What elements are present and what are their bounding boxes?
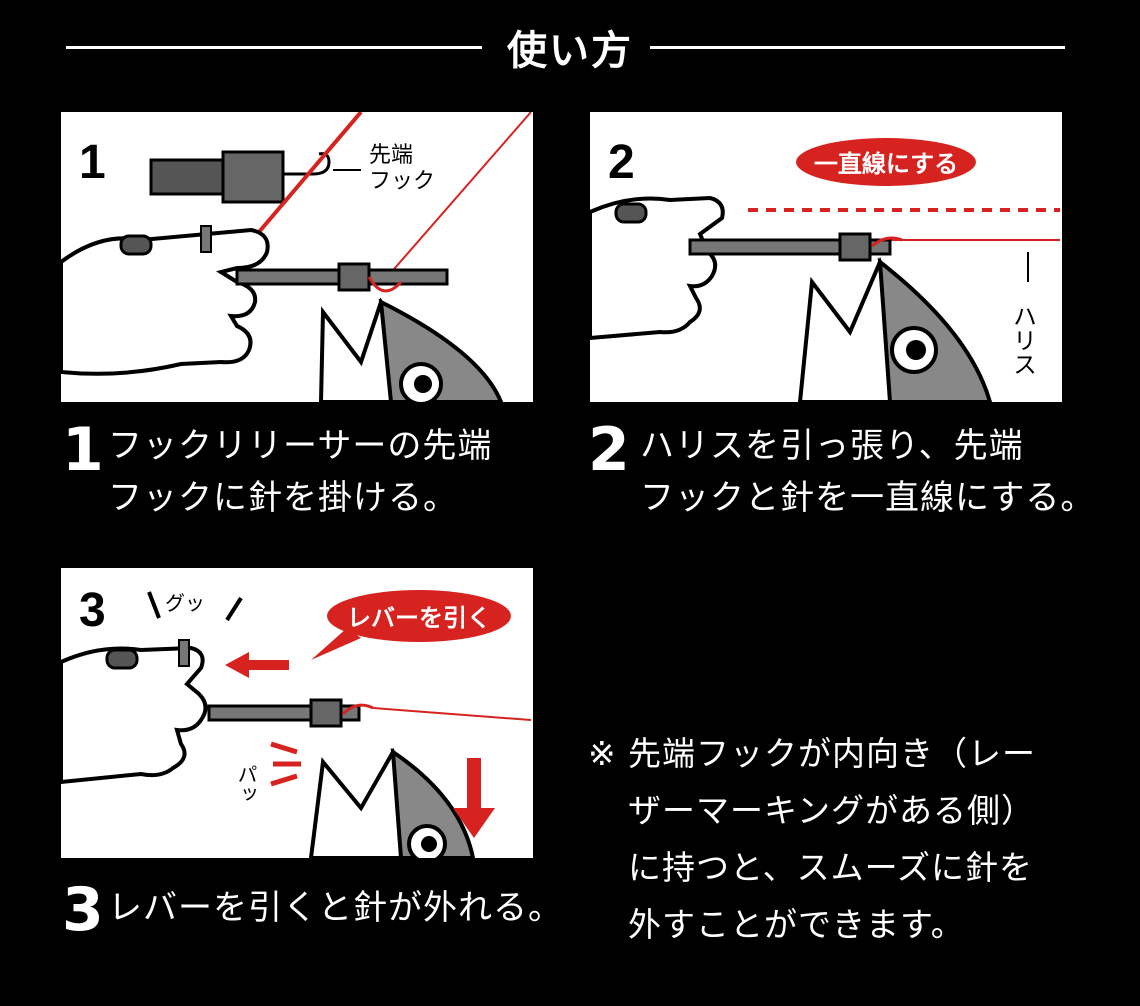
arrow-down-icon — [453, 758, 495, 838]
note-mark: ※ — [588, 734, 617, 773]
caption-step-1-line2: フックに針を掛ける。 — [108, 478, 458, 518]
note-line-4: 外すことができます。 — [628, 905, 965, 944]
hand-icon — [61, 227, 270, 376]
caption-step-1: 1 フックリリーサーの先端 フックに針を掛ける。 — [62, 420, 562, 530]
page-title: 使い方 — [507, 28, 633, 74]
caption-step-2-line2: フックと針を一直線にする。 — [640, 478, 1096, 518]
line-red — [257, 112, 363, 234]
hand-icon — [590, 195, 725, 341]
caption-step-3-number: 3 — [62, 875, 104, 945]
label-tip-line1: 先端 — [369, 142, 413, 167]
usage-note: ※ 先端フックが内向き（レー ザーマーキングがある側） に持つと、スムーズに針を… — [588, 725, 1036, 953]
release-tool-body — [149, 158, 225, 196]
caption-step-1-number: 1 — [62, 415, 104, 485]
arrow-left-icon — [225, 652, 289, 678]
label-tip-line2: フック — [369, 168, 435, 193]
label-pa: パッ — [234, 764, 256, 804]
step-1-number: 1 — [79, 136, 106, 189]
badge-pull-lever-label: レバーを引く — [347, 605, 491, 632]
step-2-number: 2 — [608, 136, 635, 189]
caption-step-2-line1: ハリスを引っ張り、先端 — [640, 426, 1024, 466]
caption-step-2-number: 2 — [588, 415, 630, 485]
step-3-illustration: 3 グッ レバーを引く パッ — [61, 568, 533, 858]
title-rule-left — [66, 46, 482, 49]
note-line-3: に持つと、スムーズに針を — [628, 848, 1034, 887]
caption-step-2: 2 ハリスを引っ張り、先端 フックと針を一直線にする。 — [588, 420, 1128, 530]
caption-step-3: 3 レバーを引くと針が外れる。 — [62, 880, 562, 940]
note-line-1: 先端フックが内向き（レー — [628, 734, 1036, 773]
step-2-illustration: 2 一直線にする ハリス — [590, 112, 1062, 402]
label-harisu: ハリス — [1009, 304, 1036, 376]
label-gu: グッ — [165, 592, 205, 615]
badge-pull-lever — [327, 590, 511, 642]
title-rule-right — [650, 46, 1065, 49]
hand-icon — [61, 645, 208, 785]
release-tool-head — [221, 150, 285, 204]
note-line-2: ザーマーキングがある側） — [628, 791, 1036, 830]
caption-step-1-line1: フックリリーサーの先端 — [108, 426, 493, 466]
step-1-illustration: 1 先端 フック — [61, 112, 533, 402]
badge-straight-label: 一直線にする — [814, 150, 958, 178]
badge-straight — [796, 138, 976, 186]
step-3-number: 3 — [79, 584, 106, 637]
caption-step-3-line1: レバーを引くと針が外れる。 — [108, 888, 563, 928]
